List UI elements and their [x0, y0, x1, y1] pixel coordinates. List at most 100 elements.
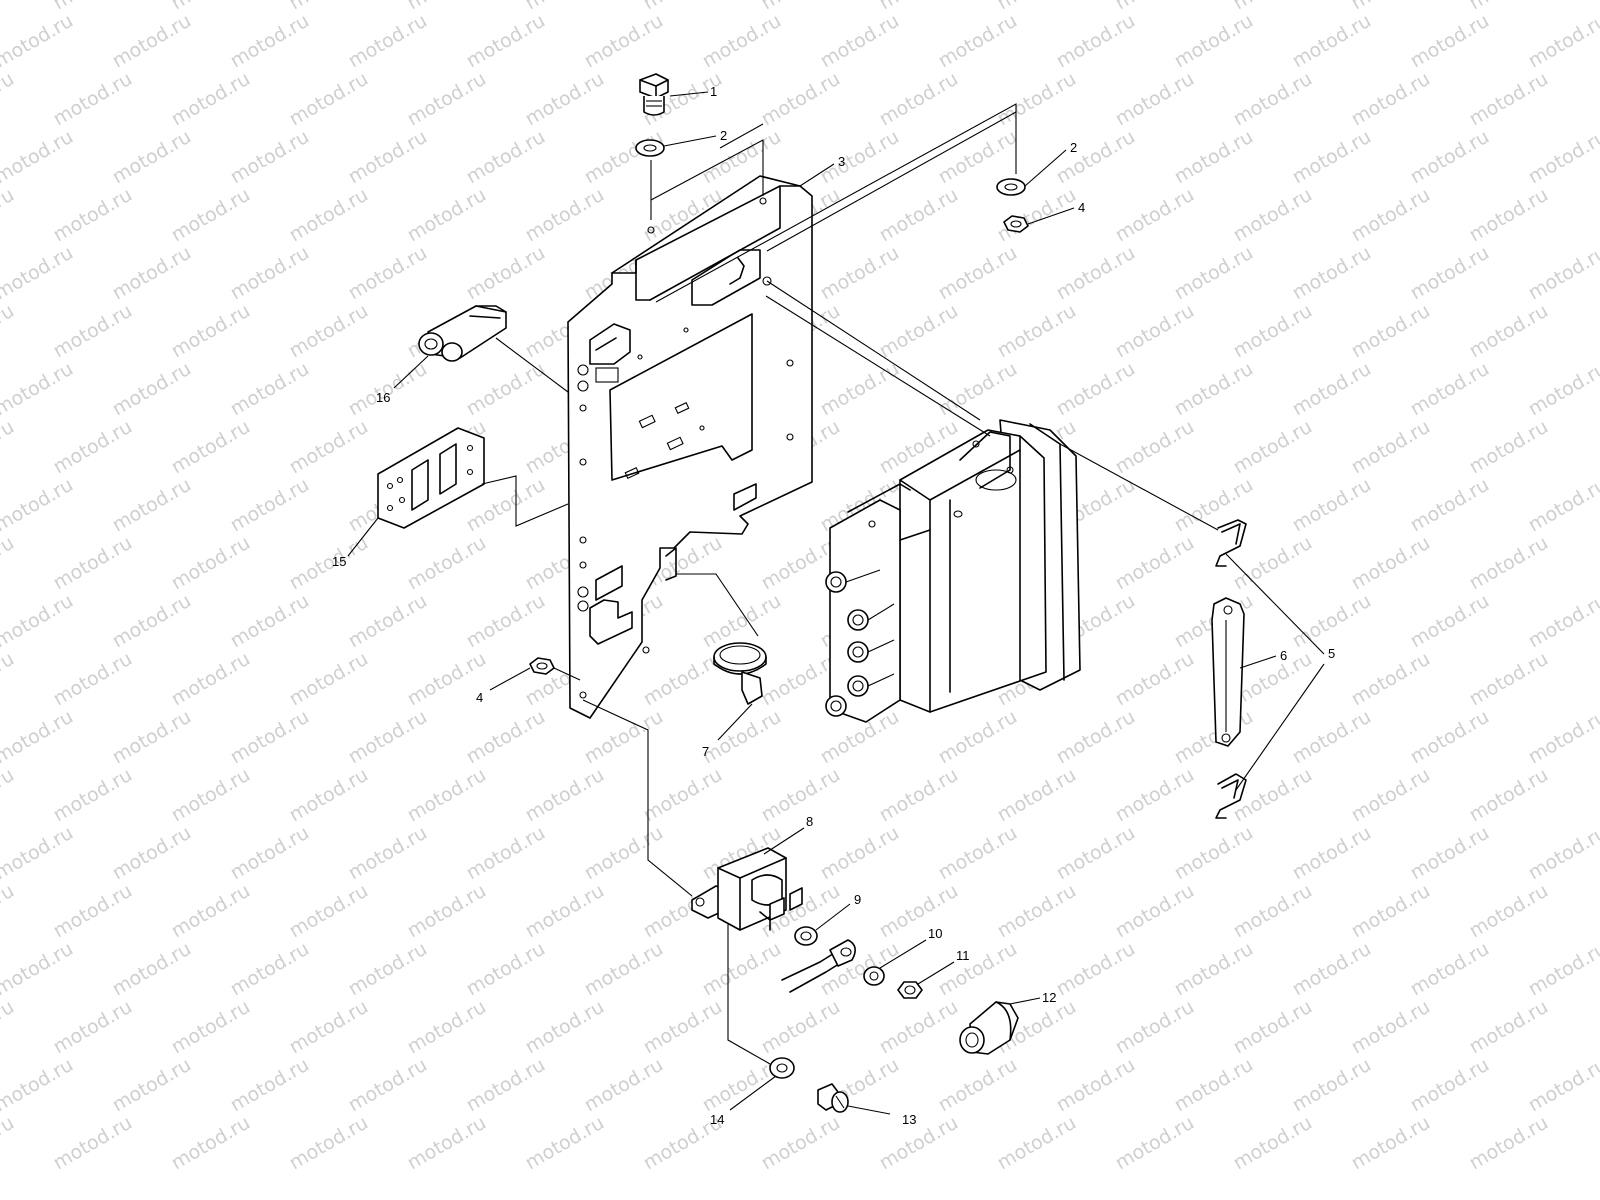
watermark-text: motod.ru	[286, 880, 372, 943]
watermark-text: motod.ru	[168, 532, 254, 595]
boot-cap-part-12	[959, 1001, 1019, 1055]
watermark-text: motod.ru	[50, 996, 136, 1059]
watermark-text: motod.ru	[1053, 242, 1139, 305]
watermark-text: motod.ru	[522, 68, 608, 131]
watermark-text: motod.ru	[168, 416, 254, 479]
watermark-text: motod.ru	[1525, 242, 1600, 305]
callout-5: 5	[1328, 646, 1335, 661]
watermark-text: motod.ru	[935, 242, 1021, 305]
washer-part-10	[863, 966, 885, 986]
watermark-text: motod.ru	[1230, 184, 1316, 247]
watermark-text: motod.ru	[1053, 358, 1139, 421]
watermark-text: motod.ru	[640, 996, 726, 1059]
watermark-text: motod.ru	[50, 764, 136, 827]
watermark-text: motod.ru	[1407, 126, 1493, 189]
watermark-text: motod.ru	[1053, 938, 1139, 1001]
callout-12: 12	[1042, 990, 1056, 1005]
watermark-text: motod.ru	[109, 938, 195, 1001]
watermark-text: motod.ru	[1230, 996, 1316, 1059]
watermark-text: motod.ru	[1407, 590, 1493, 653]
watermark-text: motod.ru	[1112, 996, 1198, 1059]
callout-labels: 1 2 3 2 4 16 15 5 6 4 7 8 9 10 11 12 13 …	[332, 84, 1335, 1127]
watermark-text: motod.ru	[50, 880, 136, 943]
watermark-text: motod.ru	[50, 648, 136, 711]
watermark-text: motod.ru	[286, 184, 372, 247]
watermark-text: motod.ru	[1407, 938, 1493, 1001]
watermark-text: motod.ru	[1171, 126, 1257, 189]
watermark-text: motod.ru	[109, 474, 195, 537]
watermark-text: motod.ru	[1230, 764, 1316, 827]
watermark-text: motod.ru	[817, 822, 903, 885]
callout-4-left: 4	[476, 690, 483, 705]
watermark-text: motod.ru	[1112, 416, 1198, 479]
watermark-text: motod.ru	[463, 242, 549, 305]
watermark-text: motod.ru	[1112, 532, 1198, 595]
watermark-text: motod.ru	[109, 242, 195, 305]
clip-part-5-top	[1215, 519, 1247, 567]
watermark-text: motod.ru	[227, 706, 313, 769]
cable-ring-terminal	[781, 939, 856, 993]
watermark-text: motod.ru	[1289, 590, 1375, 653]
watermark-text: motod.ru	[581, 1054, 667, 1117]
watermark-text: motod.ru	[168, 764, 254, 827]
watermark-text: motod.ru	[1053, 1054, 1139, 1117]
nut-part-11	[897, 981, 923, 999]
watermark-text: motod.ru	[1348, 532, 1434, 595]
watermark-text: motod.ru	[463, 706, 549, 769]
lock-washer-part-9	[794, 926, 818, 946]
watermark-text: motod.ru	[758, 68, 844, 131]
watermark-text: motod.ru	[1407, 10, 1493, 73]
watermark-text: motod.ru	[1466, 1112, 1552, 1175]
callout-2-left: 2	[720, 128, 727, 143]
watermark-text: motod.ru	[1289, 358, 1375, 421]
watermark-text: motod.ru	[404, 68, 490, 131]
watermark-text: motod.ru	[286, 648, 372, 711]
watermark-text: motod.ru	[581, 10, 667, 73]
watermark-text: motod.ru	[1171, 474, 1257, 537]
watermark-text: motod.ru	[168, 300, 254, 363]
watermark-text: motod.ru	[1171, 706, 1257, 769]
watermark-text: motod.ru	[1348, 300, 1434, 363]
watermark-text: motod.ru	[1525, 10, 1600, 73]
callout-16: 16	[376, 390, 390, 405]
watermark-text: motod.ru	[0, 358, 77, 421]
callout-10: 10	[928, 926, 942, 941]
watermark-text: motod.ru	[0, 590, 77, 653]
watermark-text: motod.ru	[286, 764, 372, 827]
watermark-text: motod.ru	[1348, 68, 1434, 131]
watermark-text: motod.ru	[286, 416, 372, 479]
watermark-text: motod.ru	[109, 822, 195, 885]
watermark-text: motod.ru	[345, 706, 431, 769]
watermark-text: motod.ru	[1289, 1054, 1375, 1117]
callout-pointers	[347, 91, 1325, 1115]
watermark-text: motod.ru	[935, 706, 1021, 769]
callout-8: 8	[806, 814, 813, 829]
watermark-text: motod.ru	[227, 938, 313, 1001]
clamp-part-7	[713, 642, 767, 705]
watermark-text: motod.ru	[817, 126, 903, 189]
watermark-text: motod.ru	[1525, 822, 1600, 885]
watermark-text: motod.ru	[522, 184, 608, 247]
watermark-text: motod.ru	[109, 126, 195, 189]
watermark-text: motod.ru	[0, 10, 77, 73]
watermark-text: motod.ru	[1525, 706, 1600, 769]
watermark-text: motod.ru	[1289, 10, 1375, 73]
watermark-text: motod.ru	[1171, 938, 1257, 1001]
callout-7: 7	[702, 744, 709, 759]
watermark-text: motod.ru	[404, 996, 490, 1059]
washer-part-2-left	[635, 139, 665, 157]
watermark-text: motod.ru	[1112, 68, 1198, 131]
watermark-text: motod.ru	[1348, 996, 1434, 1059]
clip-part-5-bottom	[1215, 773, 1247, 819]
watermark-text: motod.ru	[1230, 68, 1316, 131]
watermark-text: motod.ru	[1466, 300, 1552, 363]
watermark-text: motod.ru	[0, 764, 18, 827]
washer-part-14	[769, 1057, 795, 1079]
watermark-text: motod.ru	[1053, 126, 1139, 189]
watermark-text: motod.ru	[1348, 880, 1434, 943]
watermark-text: motod.ru	[0, 822, 77, 885]
watermark-text: motod.ru	[0, 880, 18, 943]
watermark-text: motod.ru	[1466, 996, 1552, 1059]
watermark-text: motod.ru	[0, 126, 77, 189]
watermark-text: motod.ru	[1230, 416, 1316, 479]
